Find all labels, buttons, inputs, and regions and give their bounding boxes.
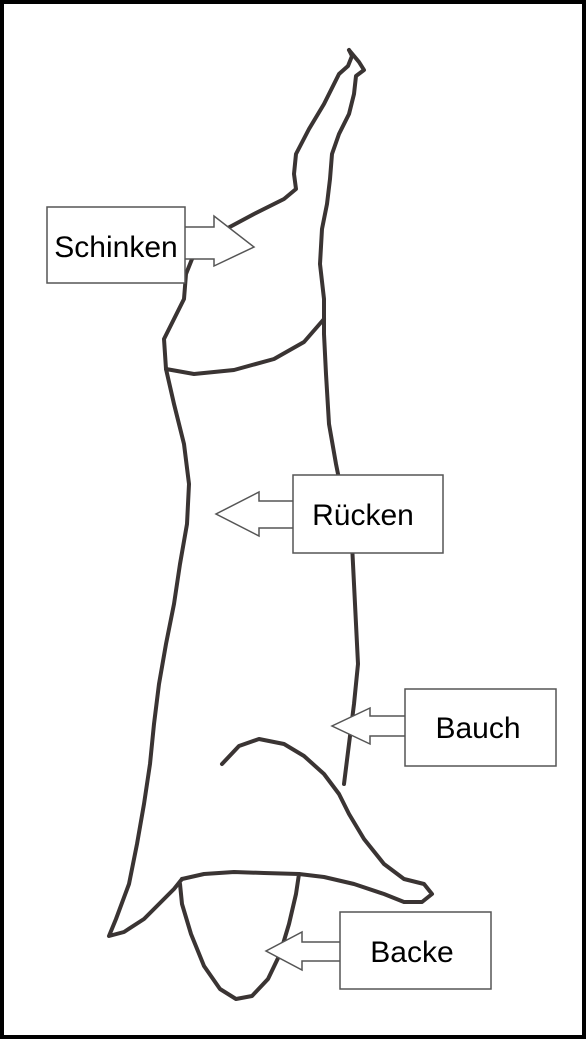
label-text-backe: Backe [370, 936, 453, 969]
label-text-schinken: Schinken [54, 231, 177, 264]
label-bauch: Bauch [332, 689, 556, 766]
cheek-outline [180, 872, 299, 999]
arrow-schinken [184, 216, 254, 266]
carcass-diagram: Schinken Rücken Bauch Backe [4, 4, 586, 1043]
label-text-ruecken: Rücken [312, 499, 414, 532]
arrow-bauch [332, 708, 406, 744]
label-ruecken: Rücken [216, 475, 443, 553]
label-text-bauch: Bauch [435, 712, 520, 745]
belly-flap-curve [222, 739, 432, 902]
label-schinken: Schinken [47, 207, 254, 283]
label-backe: Backe [266, 912, 491, 989]
arrow-ruecken [216, 492, 294, 536]
carcass-right-edge [320, 50, 364, 784]
ham-boundary-line [166, 319, 324, 374]
